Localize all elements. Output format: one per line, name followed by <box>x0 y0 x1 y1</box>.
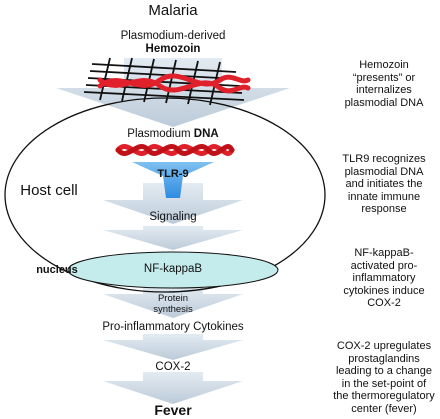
note-nfkb: NF-kappaB- activated pro- inflammatory c… <box>329 247 439 310</box>
hemozoin-crystal-icon <box>83 57 251 106</box>
note-line: plasmodial DNA <box>344 165 424 178</box>
note-line: activated pro- <box>350 259 418 272</box>
hemozoin-label: Plasmodium-derived Hemozoin <box>90 30 256 56</box>
note-tlr9: TLR9 recognizes plasmodial DNA and initi… <box>329 153 439 216</box>
note-line: plasmodial DNA <box>344 96 424 109</box>
plasmodium-dna-bold: DNA <box>193 128 219 140</box>
arrow-cox2-to-fever <box>103 372 243 404</box>
plasmodium-dna-prefix: Plasmodium <box>127 128 194 140</box>
plasmodium-dna-label: Plasmodium DNA <box>100 128 246 141</box>
note-line: TLR9 recognizes <box>342 153 426 165</box>
note-line: cytokines induce <box>343 284 425 297</box>
tlr9-label: TLR-9 <box>157 168 189 180</box>
cytokines-label: Pro-inflammatory Cytokines <box>102 321 244 333</box>
note-line: response <box>361 203 407 215</box>
nfkb-label: NF-kappaB <box>143 263 203 275</box>
cox2-label: COX-2 <box>155 361 191 373</box>
arrow-tlr-to-signaling <box>103 183 243 224</box>
tlr9-receptor-icon <box>132 162 214 198</box>
arrow-nucleus-to-cytokines <box>103 285 243 318</box>
fever-label: Fever <box>154 402 192 418</box>
note-line: inflammatory <box>352 272 416 284</box>
dna-helix-icon <box>115 144 235 156</box>
note-line: prostaglandins <box>348 352 420 365</box>
arrow-signaling-to-nfkb <box>103 226 243 250</box>
hemozoin-label-line1: Plasmodium-derived <box>120 30 226 42</box>
note-line: center (fever) <box>351 402 417 415</box>
note-line: COX-2 upregulates <box>336 340 432 352</box>
note-line: NF-kappaB- <box>354 247 414 259</box>
arrow-cytokines-to-cox2 <box>103 334 243 360</box>
note-line: the thermoregulatory <box>333 390 435 402</box>
note-line: innate immune <box>347 190 421 203</box>
note-line: COX-2 <box>367 297 401 309</box>
note-line: and initiates the <box>345 178 423 190</box>
note-line: Hemozoin <box>359 59 409 71</box>
hemozoin-label-line2: Hemozoin <box>145 43 201 55</box>
host-cell-membrane <box>4 97 326 293</box>
protein-synthesis-label: Protein synthesis <box>136 293 210 315</box>
nucleus-label: nucleus <box>36 264 78 276</box>
note-line: leading to a change <box>335 365 433 377</box>
signaling-label: Signaling <box>149 211 197 223</box>
flow-arrows <box>56 58 290 404</box>
note-line: internalizes <box>356 84 412 96</box>
note-cox2: COX-2 upregulates prostaglandins leading… <box>329 340 439 415</box>
protein-synthesis-line2: synthesis <box>153 304 193 315</box>
note-line: in the set-point of <box>341 377 427 390</box>
nucleus-ellipse <box>67 251 279 289</box>
protein-synthesis-line1: Protein <box>157 293 189 304</box>
diagram-title: Malaria <box>148 2 198 19</box>
note-line: “presents” or <box>352 71 416 84</box>
note-hemozoin: Hemozoin “presents” or internalizes plas… <box>329 59 439 109</box>
host-cell-label: Host cell <box>20 182 78 199</box>
